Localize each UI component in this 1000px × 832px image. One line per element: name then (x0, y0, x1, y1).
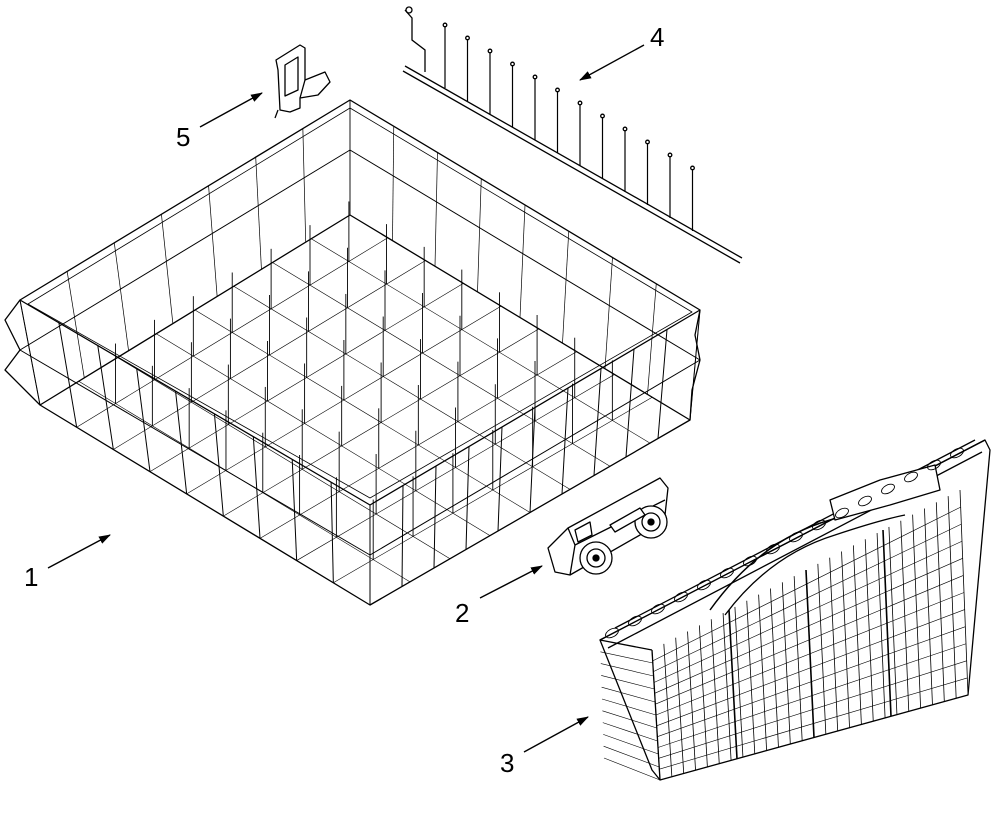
tine-pin-cap (442, 22, 448, 28)
basket-rim-slot (927, 459, 941, 471)
silverware-basket (599, 439, 991, 781)
rack-back-wire (434, 152, 438, 267)
basket-side-wire (601, 675, 655, 690)
basket-rim-slot (766, 543, 780, 555)
callout-arrow-2 (479, 565, 543, 599)
basket-side-wire (600, 651, 653, 664)
rack-back-wire (392, 126, 395, 241)
basket-rim-slot (835, 507, 849, 519)
rack-back-wire (19, 299, 41, 406)
basket-side-wire (603, 734, 659, 755)
basket-rim-slot (720, 567, 734, 579)
rack-side-wire (136, 368, 151, 472)
rack-side-wire (401, 485, 404, 587)
tine-pin-cap (600, 113, 605, 119)
basket-rim-slot (697, 579, 711, 591)
basket-divider (728, 609, 738, 759)
rack-back-wire (647, 283, 657, 395)
callout-arrow-1 (47, 534, 111, 569)
basket-rim-slot (651, 603, 665, 615)
rack-roller-assembly (547, 477, 669, 576)
rack-back-wire (477, 178, 482, 292)
tine-pin-cap (690, 165, 695, 171)
basket-side-wire (599, 639, 653, 651)
callout-label-2: 2 (455, 598, 469, 628)
rack-side-wire (433, 465, 437, 569)
basket-rim-slot (743, 555, 757, 567)
tine-pin-cap (645, 139, 650, 145)
rack-back-wire (113, 242, 129, 351)
rack-side-wire (58, 322, 78, 428)
basket-side-wire (601, 698, 657, 716)
tine-pin-cap (622, 126, 628, 132)
callout-label-3: 3 (500, 748, 514, 778)
rack-back-wire (562, 231, 570, 344)
basket-rim-slot (789, 531, 803, 543)
rack-back-wire (66, 271, 85, 378)
rack-back-wire (161, 214, 174, 324)
rack-floor-wire (311, 238, 651, 444)
rack-side-wire (175, 391, 188, 494)
lower-rack (4, 99, 701, 606)
callout-arrow-3 (523, 716, 589, 753)
basket-divider (882, 529, 892, 717)
basket-rim-slot (950, 447, 964, 459)
tine-pin-cap (555, 87, 560, 93)
basket-rim-slot (605, 627, 619, 639)
basket-side-wire (602, 710, 657, 729)
rack-side-wire (330, 482, 334, 583)
rack-back-wire (519, 204, 526, 318)
rack-side-wire (497, 426, 503, 532)
callout-label-1: 1 (24, 562, 38, 592)
rack-side-wire (561, 387, 569, 495)
tine-row (402, 6, 743, 264)
basket-rim-slot (881, 483, 895, 495)
rack-side-wire (657, 329, 668, 439)
basket-divider (805, 569, 815, 738)
rack-floor-wire (78, 380, 411, 583)
basket-rim-slot (858, 495, 872, 507)
rack-floor-wire (156, 333, 491, 536)
basket-side-wire (603, 757, 661, 781)
tine-pin-cap (487, 48, 493, 54)
rack-side-wire (465, 446, 470, 550)
rack-back-wire (208, 185, 218, 297)
rack-floor-wire (272, 262, 611, 467)
rack-back-wire (604, 257, 613, 369)
rack-side-wire (625, 348, 635, 458)
tine-pin-cap (667, 152, 673, 158)
rack-side-wire (213, 413, 224, 517)
basket-side-wire (600, 663, 654, 677)
tine-pin-cap (532, 74, 538, 80)
basket-side-wire (602, 722, 658, 742)
rack-back-wire (689, 309, 701, 421)
basket-side-wire (601, 686, 656, 703)
callout-label-5: 5 (176, 122, 190, 152)
tine-pin-cap (465, 35, 470, 41)
rack-back-wire (255, 157, 262, 270)
callout-arrow-4 (579, 44, 645, 81)
basket-side-wire (603, 745, 660, 768)
basket-rim-slot (628, 615, 642, 627)
callout-arrow-5 (199, 92, 263, 128)
rack-floor-wire (194, 309, 531, 513)
callout-label-4: 4 (650, 22, 664, 52)
rack-clip (274, 44, 331, 119)
callout-labels: 1 2 3 4 5 (24, 22, 664, 778)
basket-rim-slot (904, 471, 918, 483)
rack-side-wire (593, 368, 602, 476)
tine-pin-cap (510, 61, 515, 67)
rack-floor-wire (117, 357, 451, 560)
tine-pin-cap (577, 100, 583, 106)
rack-floor-wire (233, 285, 571, 490)
basket-rim-slot (674, 591, 688, 603)
rack-back-wire (302, 128, 307, 243)
basket-rim-slot (812, 519, 826, 531)
rack-side-wire (291, 459, 298, 561)
